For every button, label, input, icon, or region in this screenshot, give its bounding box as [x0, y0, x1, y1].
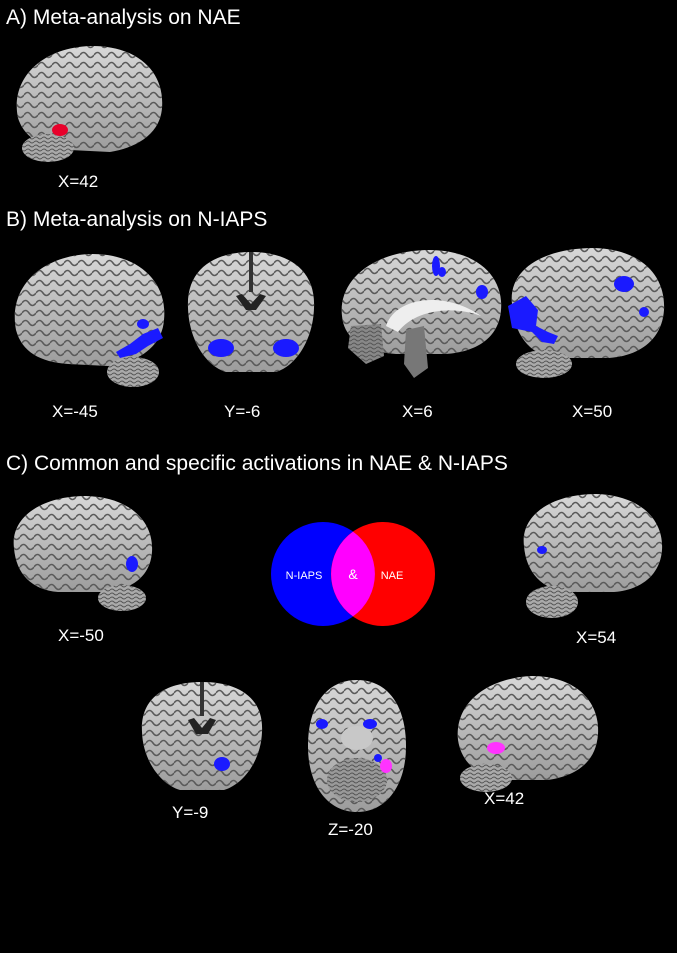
venn-label-overlap: & [348, 566, 358, 582]
venn-label-n-iaps: N-IAPS [286, 570, 323, 582]
sagittal-brain-slice-icon [452, 672, 602, 797]
venn-diagram: N-IAPS & NAE [268, 519, 438, 629]
sagittal-brain-slice-icon [8, 248, 173, 388]
venn-overlap [331, 531, 375, 617]
sagittal-brain-slice-icon [336, 246, 506, 386]
sagittal-brain-slice-icon [6, 492, 158, 612]
coord-label: X=42 [484, 789, 525, 808]
coronal-brain-slice-icon [176, 248, 326, 383]
sagittal-brain-slice-icon [10, 40, 170, 165]
activation-blob-nae [52, 124, 68, 136]
coord-label: Y=-9 [172, 803, 209, 822]
sagittal-brain-slice-icon [504, 244, 670, 384]
panel-c-title: C) Common and specific activations in NA… [6, 452, 508, 475]
coord-label: Y=-6 [224, 402, 261, 421]
coord-label: X=50 [572, 402, 613, 421]
axial-brain-slice-icon [302, 676, 412, 816]
coord-label: X=-50 [58, 626, 104, 645]
coord-label: X=54 [576, 628, 617, 647]
sagittal-brain-slice-icon [516, 490, 668, 630]
panel-a-title: A) Meta-analysis on NAE [6, 6, 241, 29]
coord-label: X=-45 [52, 402, 98, 421]
coord-label: X=6 [402, 402, 433, 421]
coord-label: X=42 [58, 172, 99, 191]
panel-b-title: B) Meta-analysis on N-IAPS [6, 208, 268, 231]
venn-label-nae: NAE [381, 570, 404, 582]
coronal-brain-slice-icon [132, 678, 272, 798]
coord-label: Z=-20 [328, 820, 373, 839]
